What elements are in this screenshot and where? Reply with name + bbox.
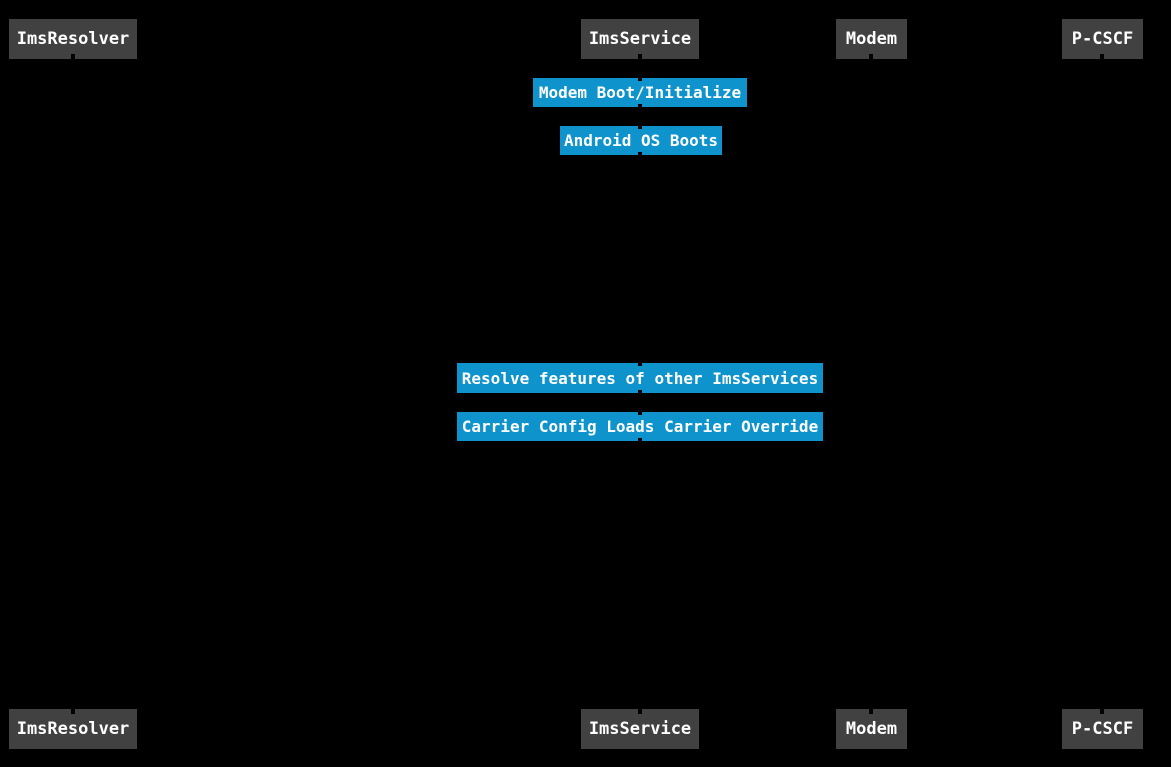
note-box: Resolve features of other ImsServices — [457, 363, 823, 393]
participant-box-bottom: ImsResolver — [9, 709, 137, 749]
lifeline-notch — [71, 54, 75, 61]
participant-box-top: ImsService — [581, 19, 699, 59]
lifeline-notch — [638, 707, 642, 714]
lifeline-notch — [638, 408, 642, 415]
lifeline-notch — [869, 54, 873, 61]
participant-box-top: ImsResolver — [9, 19, 137, 59]
participant-box-top: Modem — [836, 19, 907, 59]
lifeline-notch — [869, 707, 873, 714]
lifeline — [1101, 59, 1103, 709]
lifeline-notch — [638, 359, 642, 366]
note-box: Android OS Boots — [560, 126, 722, 155]
lifeline-notch — [638, 122, 642, 129]
participant-box-top: P-CSCF — [1062, 19, 1143, 59]
lifeline-notch — [1100, 54, 1104, 61]
participant-box-bottom: ImsService — [581, 709, 699, 749]
note-box: Carrier Config Loads Carrier Override — [457, 412, 823, 441]
lifeline — [870, 59, 872, 709]
lifeline-notch — [71, 707, 75, 714]
lifeline — [72, 59, 74, 709]
lifeline-notch — [638, 152, 642, 159]
lifeline-notch — [638, 54, 642, 61]
participant-box-bottom: P-CSCF — [1062, 709, 1143, 749]
note-box: Modem Boot/Initialize — [533, 78, 747, 107]
participant-box-bottom: Modem — [836, 709, 907, 749]
lifeline-notch — [638, 74, 642, 81]
lifeline-notch — [1100, 707, 1104, 714]
lifeline-notch — [638, 390, 642, 397]
lifeline-notch — [638, 438, 642, 445]
lifeline-notch — [638, 104, 642, 111]
